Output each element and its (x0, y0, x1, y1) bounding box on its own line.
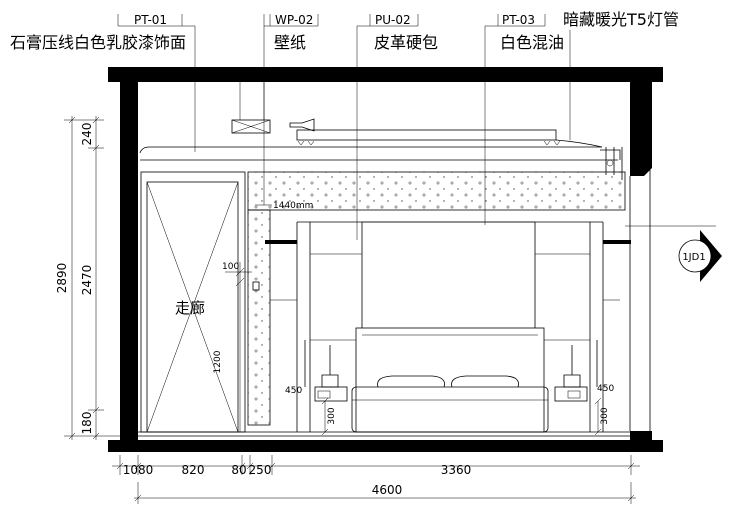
light-trough (600, 147, 623, 180)
callout-pt03-leader (484, 14, 546, 225)
headboard (355, 327, 545, 433)
ceiling-edge (139, 146, 602, 154)
curtain-track-right (603, 240, 631, 244)
dim-middle-height: 2470 (80, 265, 94, 296)
wall-panels (265, 221, 631, 432)
callout-pt01-desc: 石膏压线白色乳胶漆饰面 (10, 33, 186, 52)
ac-duct-lines (239, 82, 265, 120)
section-marker: 1JD1 (625, 225, 722, 282)
section-marker-label: 1JD1 (682, 252, 705, 263)
room-label: 走廊 (175, 299, 205, 317)
ac-box (231, 119, 271, 134)
callout-pt01: PT-01 石膏压线白色乳胶漆饰面 (10, 13, 196, 152)
dim-total-height: 2890 (55, 263, 69, 294)
vertical-dimensions: 2890 240 2470 180 (55, 116, 120, 440)
light-fixture-icon (606, 159, 614, 167)
callout-pt03-desc: 白色混油 (500, 33, 564, 52)
callout-pt03-code: PT-03 (502, 13, 535, 27)
callout-wp02-code: WP-02 (275, 13, 313, 27)
dim-seg1: 1080 (123, 463, 154, 477)
left-socket-height-label: 300 (327, 407, 337, 424)
ceiling-slab (108, 67, 663, 82)
switch-height-label: 1200 (213, 350, 223, 373)
callout-pu02-code: PU-02 (375, 13, 411, 27)
panel-verticals (296, 222, 604, 432)
left-nightstand: 450 300 (285, 340, 348, 436)
door-cross (146, 181, 239, 433)
left-socket-icon (317, 390, 331, 399)
right-nightstand-top (554, 386, 588, 402)
left-nightstand-dim (321, 397, 329, 436)
callout-pt03: PT-03 白色混油 (484, 13, 564, 225)
callout-wp02-leader (263, 14, 319, 205)
floor-slab (108, 440, 663, 452)
callout-pu02: PU-02 皮革硬包 (356, 13, 438, 240)
switch-offset-label: 100 (222, 262, 239, 272)
horizontal-dimensions: 1080 820 80 250 3360 4600 (112, 455, 640, 504)
callout-pt01-leader (117, 14, 196, 152)
vertical-dim-lines (64, 116, 120, 440)
corridor-door: 走廊 (140, 171, 246, 433)
right-socket-icon (567, 390, 581, 399)
dim-seg3: 80 (231, 463, 246, 477)
pillow-left (377, 375, 445, 388)
cove-return (555, 139, 603, 148)
dim-bottom-height: 180 (80, 412, 94, 435)
callout-pu02-leader (356, 14, 419, 240)
floor-line (138, 431, 630, 437)
wallpaper-strip (247, 209, 271, 426)
pillow-right (451, 375, 519, 388)
callout-pu02-desc: 皮革硬包 (374, 33, 438, 52)
left-nightstand-top (314, 386, 348, 402)
dim-top-height: 240 (80, 123, 94, 146)
cove-trim-marks (297, 140, 561, 146)
horizontal-dim-lines (112, 455, 640, 475)
dim-seg5: 3360 (441, 463, 472, 477)
bed (351, 386, 549, 433)
ceiling-cove (296, 129, 557, 141)
switch: 100 1200 (213, 262, 260, 432)
right-nightstand: 450 300 (554, 340, 614, 436)
door-leaf (146, 181, 239, 433)
ac-box-cross (231, 119, 271, 134)
total-dim-line (134, 482, 636, 504)
dim-seg2: 820 (182, 463, 205, 477)
structure (108, 67, 663, 452)
switch-icon (252, 281, 260, 291)
right-nightstand-dim (594, 397, 602, 436)
wallpaper-area: 1440mm (247, 171, 626, 426)
right-wall-edges (629, 170, 651, 431)
callout-wp02: WP-02 壁纸 (263, 13, 319, 205)
dim-seg4: 250 (249, 463, 272, 477)
bed-group (351, 327, 549, 433)
right-wall-lower (630, 431, 652, 441)
panel-joints (270, 253, 620, 341)
ceiling (139, 82, 623, 180)
right-lamp (563, 340, 598, 388)
callout-pt01-code: PT-01 (134, 13, 167, 27)
ac-unit (231, 82, 315, 134)
right-nightstand-height-label: 450 (597, 384, 614, 394)
air-diffuser (289, 118, 315, 132)
right-wall-upper (630, 82, 652, 176)
switch-dim-line (225, 262, 252, 432)
callout-light: 暗藏暖光T5灯管 (563, 10, 679, 140)
wallpaper-width-label: 1440mm (273, 201, 313, 211)
dim-total-width: 4600 (372, 483, 403, 497)
left-wall (120, 82, 138, 442)
wallpaper-band (247, 171, 626, 211)
right-socket-height-label: 300 (600, 407, 610, 424)
callout-wp02-desc: 壁纸 (274, 33, 306, 52)
curtain-track-left (265, 240, 297, 244)
section-marker-circle (678, 239, 712, 273)
left-nightstand-height-label: 450 (285, 386, 302, 396)
callout-light-text: 暗藏暖光T5灯管 (563, 10, 679, 29)
